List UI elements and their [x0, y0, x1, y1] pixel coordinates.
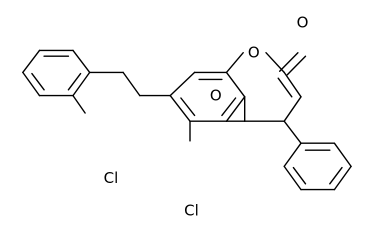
bond	[225, 52, 244, 74]
bond	[283, 165, 302, 191]
double-bond-line	[67, 72, 82, 91]
bond	[169, 94, 191, 122]
bond	[169, 71, 196, 97]
ether-oxygen-label: O	[210, 87, 222, 105]
label-background	[209, 87, 222, 104]
label-background	[296, 14, 309, 31]
benzo-ring	[169, 71, 246, 122]
phenyl-ring	[283, 142, 352, 191]
bond	[283, 71, 302, 98]
double-bond-line	[180, 97, 196, 117]
atom-label-carbonyl-oxygen: O	[296, 14, 309, 32]
bond	[122, 71, 141, 97]
bond	[286, 55, 307, 76]
double-bond-line	[277, 77, 293, 98]
bond	[225, 71, 246, 98]
label-background	[247, 44, 260, 61]
bond	[283, 96, 302, 122]
chemical-structure-diagram: O O O Cl Cl	[22, 14, 352, 220]
benzyl-chlorine-label: Cl	[104, 169, 119, 187]
bond	[283, 142, 302, 168]
carbonyl-oxygen-label: O	[297, 14, 309, 32]
double-bond-line	[221, 97, 237, 117]
double-bond-line	[329, 166, 343, 185]
chlorobenzyl-ring	[22, 49, 91, 97]
atom-label-ether-oxygen: O	[209, 87, 222, 105]
atom-label-ring-chlorine: Cl	[180, 202, 203, 220]
ring-chlorine-label: Cl	[184, 202, 199, 220]
double-bond-line	[292, 166, 307, 185]
atom-label-benzyl-chlorine: Cl	[100, 169, 122, 187]
label-background	[100, 170, 122, 186]
bond	[72, 71, 91, 97]
bond	[283, 120, 302, 144]
bond	[333, 165, 352, 191]
bond	[22, 71, 41, 97]
label-background	[180, 202, 203, 219]
bond	[22, 49, 41, 74]
bond	[72, 94, 86, 114]
bond	[225, 96, 246, 122]
bond	[279, 52, 299, 73]
double-bond-line	[31, 72, 45, 91]
bond	[72, 49, 91, 74]
ring-oxygen-label: O	[248, 44, 260, 62]
atom-label-ring-oxygen: O	[247, 44, 260, 62]
bond	[333, 142, 352, 168]
